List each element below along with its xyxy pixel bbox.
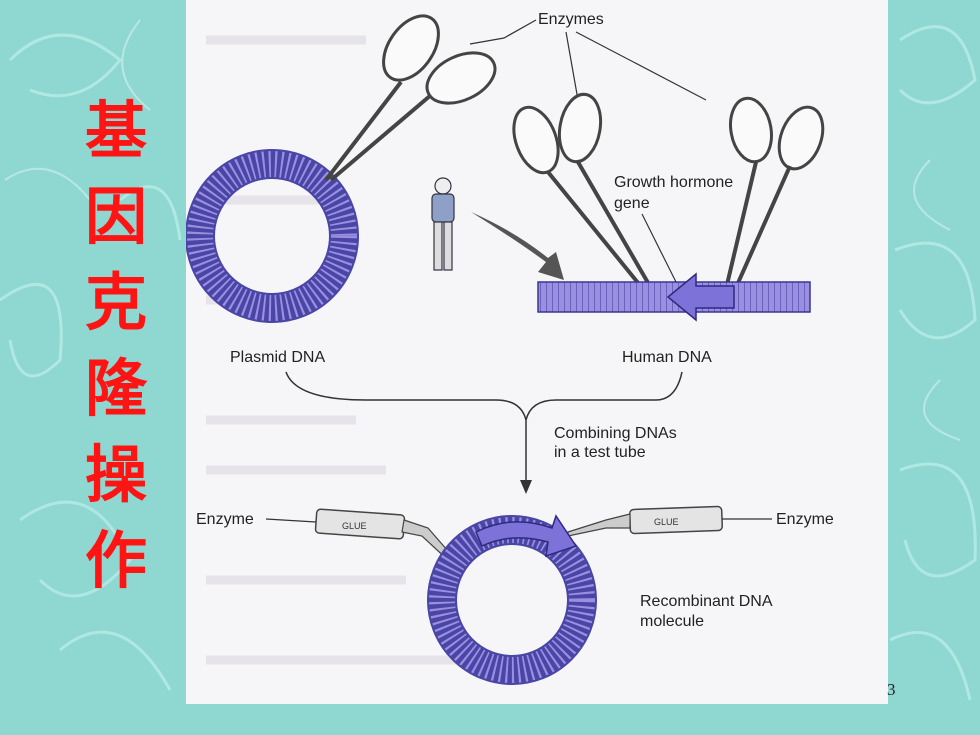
slide-title: 基 因 克 隆 操 作	[74, 88, 158, 604]
title-char: 克	[84, 266, 147, 339]
growth-hormone-label: Growth hormone	[614, 174, 733, 191]
molecule-label: molecule	[640, 613, 704, 630]
human-dna-strip	[537, 272, 811, 322]
curved-arrow-icon	[471, 212, 564, 280]
recombinant-dna-label: Recombinant DNA	[640, 593, 773, 610]
human-dna-label: Human DNA	[622, 349, 712, 366]
page-number: 3	[887, 680, 896, 699]
plasmid-dna-ring	[186, 149, 359, 323]
combining-arrow-head	[520, 480, 532, 494]
glue-tube-right: GLUE	[567, 505, 724, 537]
test-tube-label: in a test tube	[554, 444, 646, 461]
combining-brace	[285, 371, 683, 421]
glue-tube-left: GLUE	[314, 508, 455, 563]
enzyme-left-label: Enzyme	[196, 511, 254, 528]
enzymes-label: Enzymes	[538, 11, 604, 28]
title-char: 基	[84, 94, 147, 167]
human-figure-icon	[431, 177, 455, 271]
scissors-icon	[324, 14, 497, 182]
inserted-gene-arrow	[475, 514, 578, 558]
plasmid-dna-label: Plasmid DNA	[230, 349, 325, 366]
glue-left-label: GLUE	[342, 521, 367, 531]
title-char: 作	[84, 524, 147, 597]
title-char: 操	[84, 438, 147, 511]
gene-cloning-diagram: Enzymes	[186, 11, 834, 685]
enzymes-leader-lines	[469, 19, 707, 101]
enzyme-right-label: Enzyme	[776, 511, 834, 528]
title-char: 因	[84, 180, 147, 253]
gene-label: gene	[614, 195, 650, 212]
figure-panel: Enzymes	[186, 0, 888, 704]
title-char: 隆	[84, 352, 147, 425]
scissors-icon	[719, 96, 825, 311]
glue-right-label: GLUE	[654, 517, 679, 527]
combining-label: Combining DNAs	[554, 425, 677, 442]
growth-hormone-gene-arrow	[666, 272, 735, 322]
gene-leader-line	[641, 213, 677, 283]
recombinant-dna-ring	[427, 514, 597, 685]
enzyme-left-leader	[265, 518, 317, 523]
